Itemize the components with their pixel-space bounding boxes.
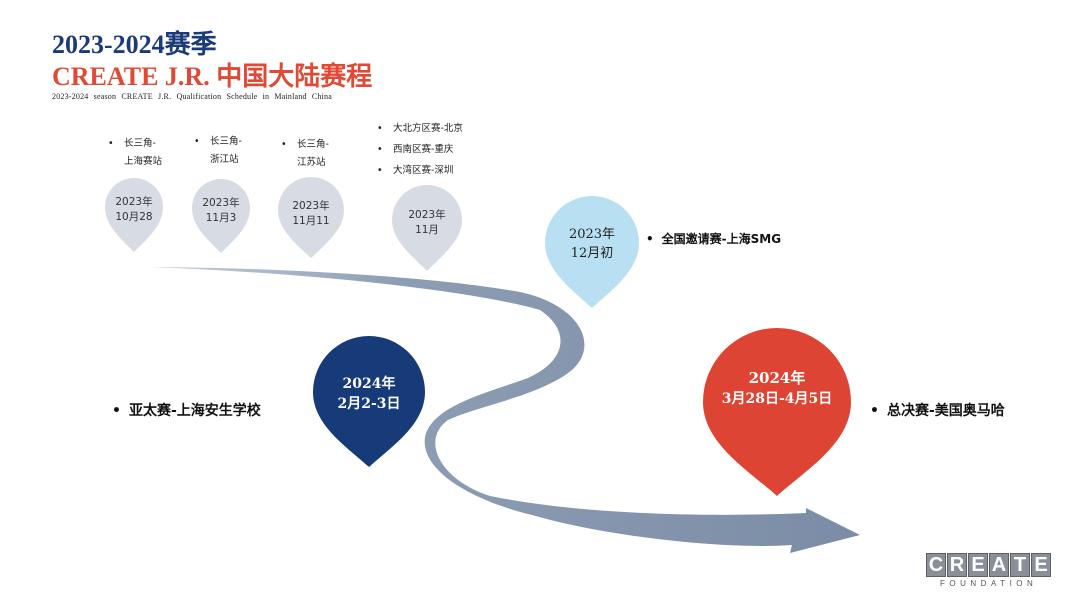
title-season: 2023-2024赛季 xyxy=(52,30,217,59)
label-regionals: 大北方区赛-北京 西南区赛-重庆 大湾区赛-深圳 xyxy=(377,118,463,181)
bullet-icon: • xyxy=(112,403,121,419)
pin-date-line1: 2023年 xyxy=(115,195,152,208)
logo-letter: E xyxy=(1031,553,1051,577)
label-finals: • 总决赛-美国奥马哈 xyxy=(870,400,1005,420)
pin-yrd-zhejiang: 2023年 11月3 xyxy=(192,179,250,253)
label-yrd-shanghai: 长三角- 上海赛站 xyxy=(108,135,162,171)
label-text: 全国邀请赛-上海SMG xyxy=(661,232,782,246)
pin-date-line2: 2月2-3日 xyxy=(337,396,400,412)
pin-date-line1: 2023年 xyxy=(569,227,615,242)
map-pin-icon xyxy=(313,336,425,467)
label-asia-pacific: • 亚太赛-上海安生学校 xyxy=(112,400,261,420)
label-text: 总决赛-美国奥马哈 xyxy=(886,403,1005,419)
map-pin-icon xyxy=(278,177,344,258)
logo-word: C R E A T E xyxy=(926,553,1072,577)
label-invitational: • 全国邀请赛-上海SMG xyxy=(646,230,781,247)
label-line: 浙江站 xyxy=(210,154,239,165)
timeline-arrow-path xyxy=(150,267,860,553)
logo-letter: C xyxy=(926,553,946,577)
bullet-icon: • xyxy=(646,232,654,246)
logo-sub: FOUNDATION xyxy=(940,579,1038,588)
create-foundation-logo: C R E A T E FOUNDATION xyxy=(926,553,1072,593)
label-line: 大北方区赛-北京 xyxy=(377,118,463,139)
pin-yrd-shanghai: 2023年 10月28 xyxy=(105,178,163,252)
pin-date-line2: 11月3 xyxy=(206,212,237,224)
pin-date-line2: 12月初 xyxy=(571,246,614,261)
pin-regionals: 2023年 11月 xyxy=(392,185,462,271)
pin-finals: 2024年 3月28日-4月5日 xyxy=(703,328,851,496)
label-yrd-jiangsu: 长三角- 江苏站 xyxy=(281,136,329,172)
pin-date-line1: 2024年 xyxy=(749,369,806,387)
label-line: 长三角- xyxy=(194,133,242,151)
pin-invitational: 2023年 12月初 xyxy=(545,196,639,308)
label-yrd-zhejiang: 长三角- 浙江站 xyxy=(194,133,242,169)
label-line: 西南区赛-重庆 xyxy=(377,139,463,160)
bullet-icon: • xyxy=(870,403,879,419)
pin-date-line1: 2024年 xyxy=(343,375,396,392)
map-pin-icon xyxy=(545,196,639,308)
pin-date-line2: 11月11 xyxy=(292,215,329,227)
label-line: 长三角- xyxy=(281,136,329,154)
pin-date-line1: 2023年 xyxy=(202,196,239,209)
subtitle: 2023-2024 season CREATE J.R. Qualificati… xyxy=(52,92,332,101)
logo-letter: E xyxy=(968,553,988,577)
pin-date-line2: 3月28日-4月5日 xyxy=(722,391,833,407)
map-pin-icon xyxy=(392,185,462,271)
map-pin-icon xyxy=(703,328,851,496)
map-pin-icon xyxy=(192,179,250,253)
logo-letter: T xyxy=(1010,553,1030,577)
label-text: 亚太赛-上海安生学校 xyxy=(128,403,261,419)
pin-yrd-jiangsu: 2023年 11月11 xyxy=(278,177,344,258)
map-pin-icon xyxy=(105,178,163,252)
pin-date-line2: 11月 xyxy=(415,224,439,236)
logo-letter: R xyxy=(947,553,967,577)
pin-date-line1: 2023年 xyxy=(292,199,329,212)
title-schedule: CREATE J.R. 中国大陆赛程 xyxy=(52,62,373,91)
label-line: 大湾区赛-深圳 xyxy=(377,160,463,181)
label-line: 长三角- xyxy=(108,135,162,153)
pin-date-line2: 10月28 xyxy=(115,211,152,223)
label-line: 上海赛站 xyxy=(124,156,163,167)
pin-date-line1: 2023年 xyxy=(408,208,445,221)
logo-letter: A xyxy=(989,553,1009,577)
pin-asia-pacific: 2024年 2月2-3日 xyxy=(313,336,425,467)
label-line: 江苏站 xyxy=(297,157,326,168)
